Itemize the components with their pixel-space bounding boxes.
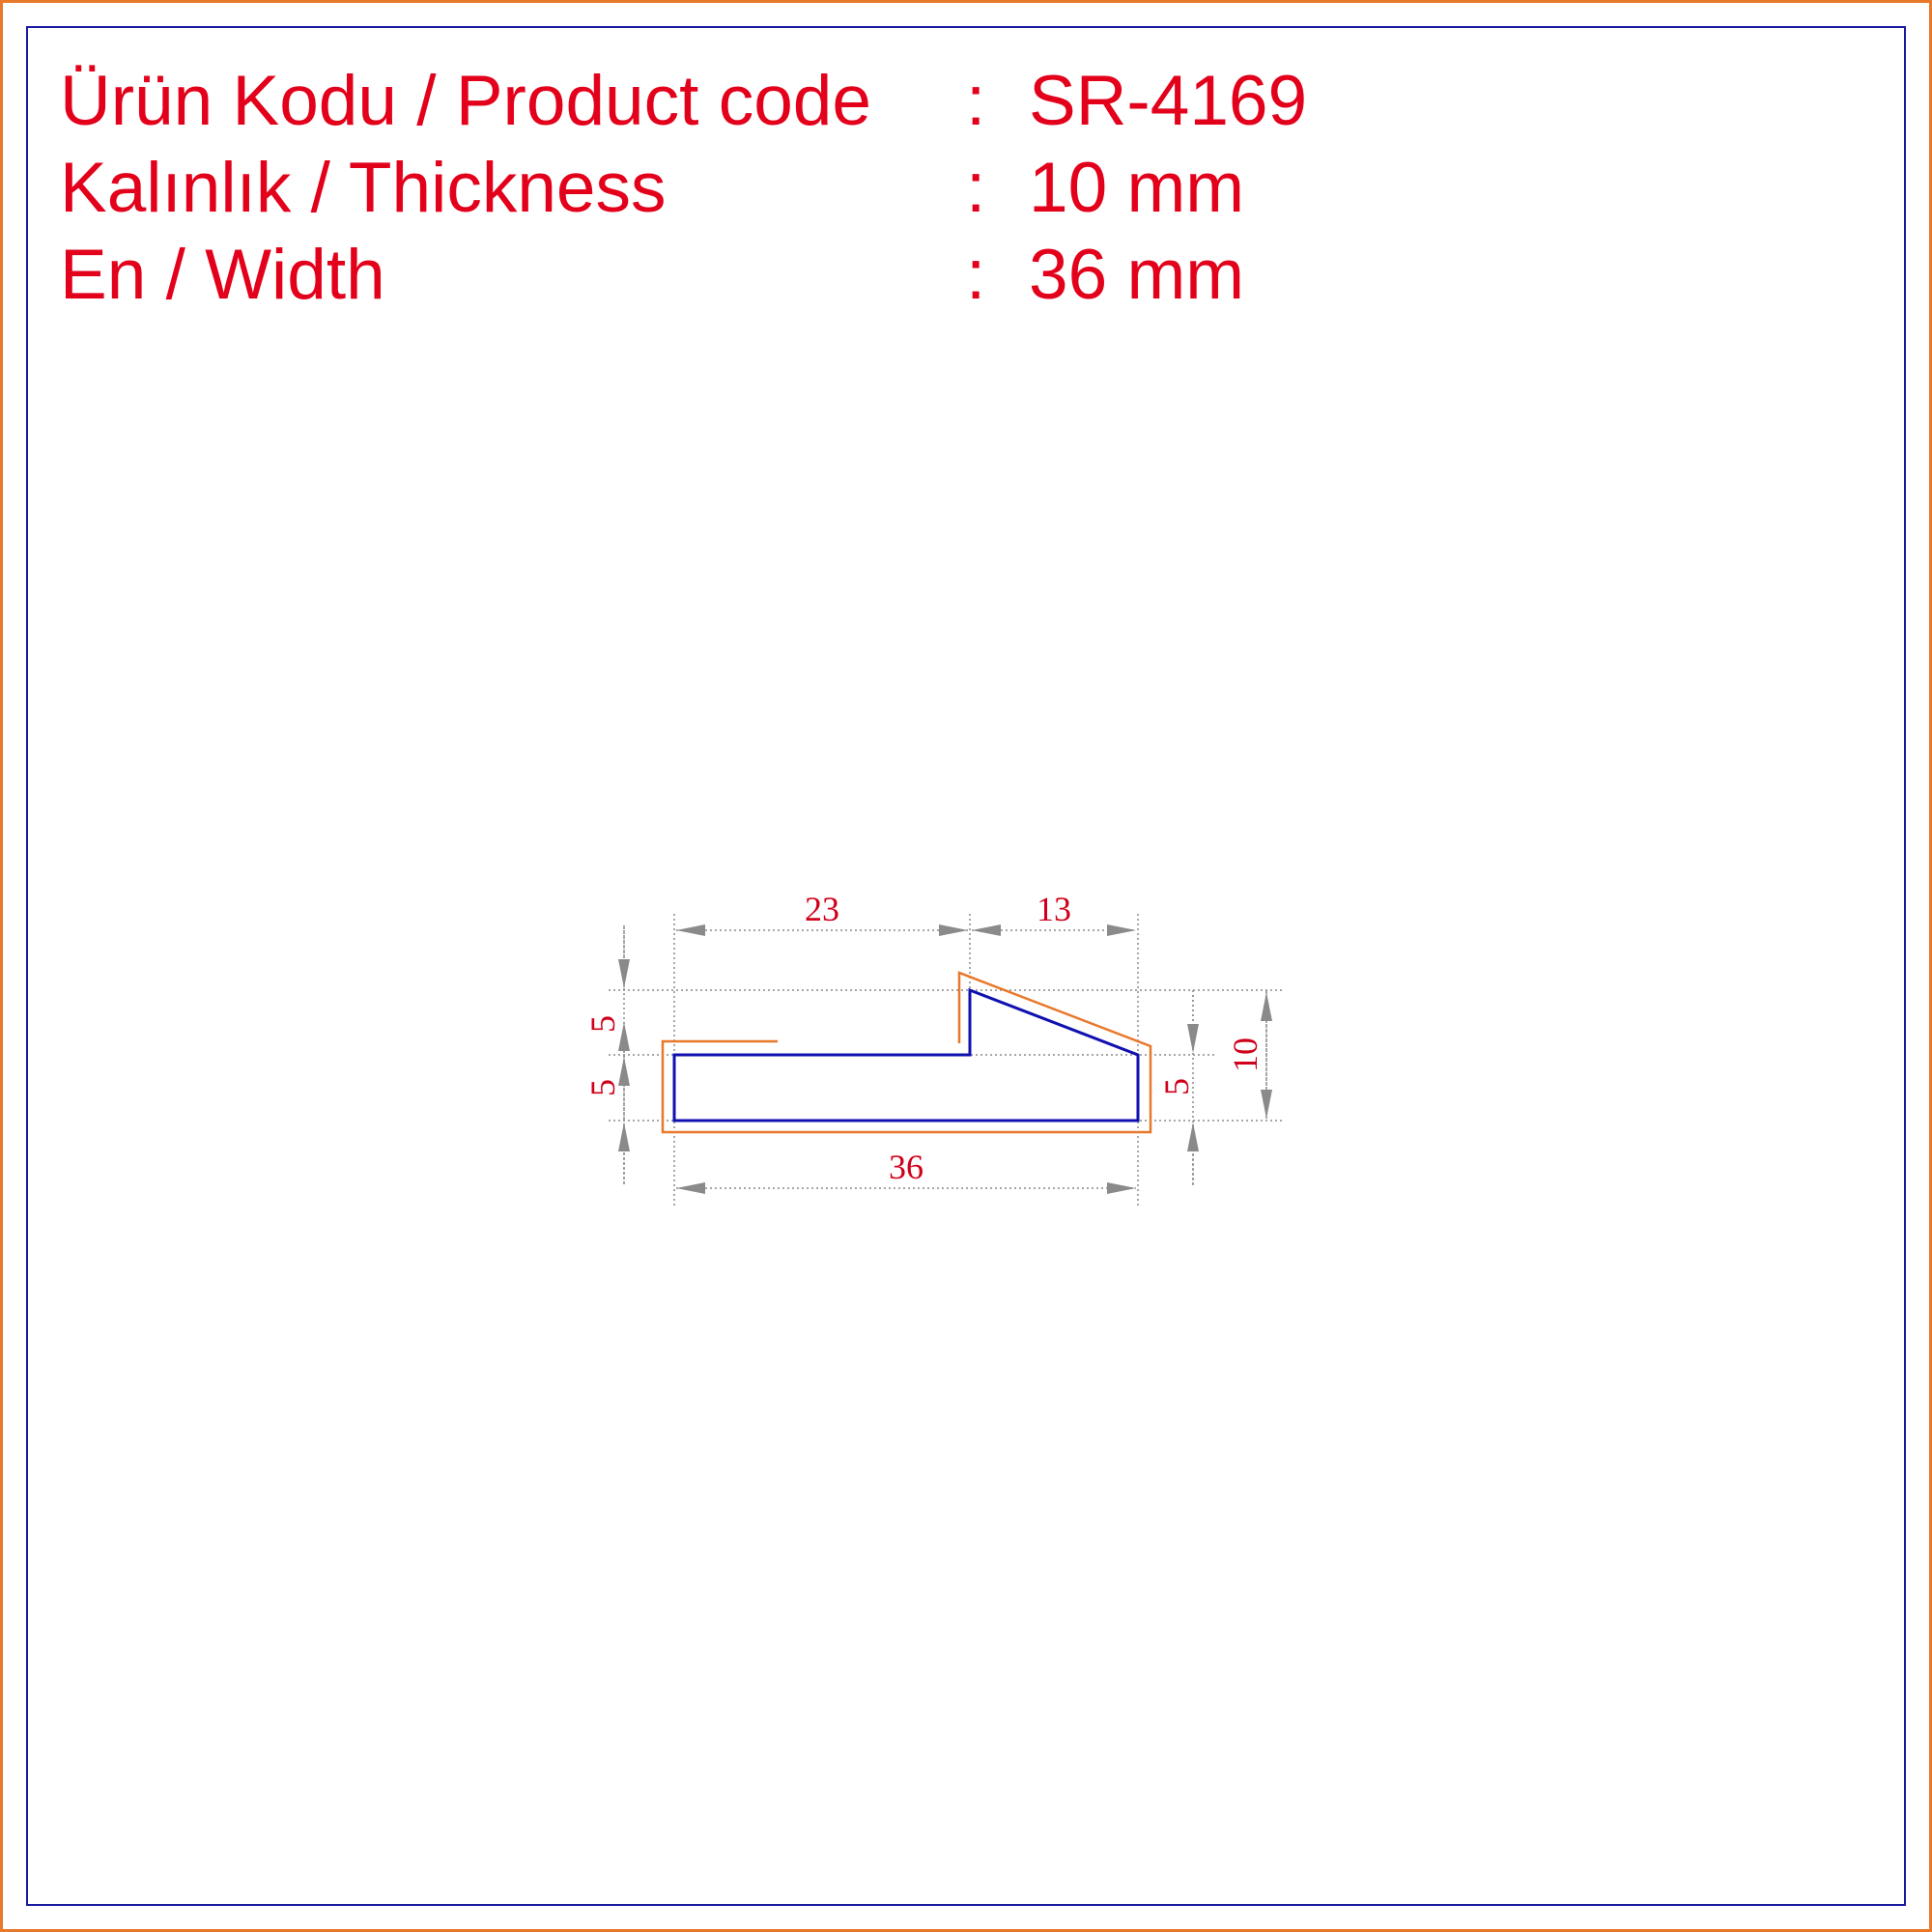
spec-row-product-code: Ürün Kodu / Product code : SR-4169 — [60, 58, 1509, 145]
outside-arrows — [618, 927, 1199, 1184]
width-colon: : — [966, 236, 986, 314]
product-code-value: SR-4169 — [1029, 62, 1308, 140]
thickness-value: 10 mm — [1029, 149, 1245, 227]
dim-text-right-inner: 5 — [1157, 1078, 1196, 1095]
dim-text-23: 23 — [805, 890, 839, 928]
dim-text-left-upper: 5 — [583, 1015, 622, 1033]
extension-lines — [609, 914, 1285, 1206]
width-value: 36 mm — [1029, 236, 1245, 314]
product-code-label: Ürün Kodu / Product code — [60, 62, 871, 140]
spec-row-width: En / Width : 36 mm — [60, 232, 1509, 319]
dim-text-13: 13 — [1037, 890, 1071, 928]
dimension-lines — [676, 924, 1272, 1194]
width-label: En / Width — [60, 236, 385, 314]
spec-row-thickness: Kalınlık / Thickness : 10 mm — [60, 145, 1509, 232]
thickness-colon: : — [966, 149, 986, 227]
spec-block: Ürün Kodu / Product code : SR-4169 Kalın… — [60, 58, 1509, 319]
inner-frame — [26, 26, 1906, 1906]
dim-text-left-lower: 5 — [583, 1079, 622, 1096]
profile-inner-blue — [672, 987, 1140, 1122]
dim-text-right-total: 10 — [1226, 1037, 1264, 1072]
product-code-colon: : — [966, 62, 986, 140]
profile-outer-orange — [661, 971, 1152, 1134]
dim-text-36: 36 — [889, 1148, 923, 1186]
thickness-label: Kalınlık / Thickness — [60, 149, 667, 227]
